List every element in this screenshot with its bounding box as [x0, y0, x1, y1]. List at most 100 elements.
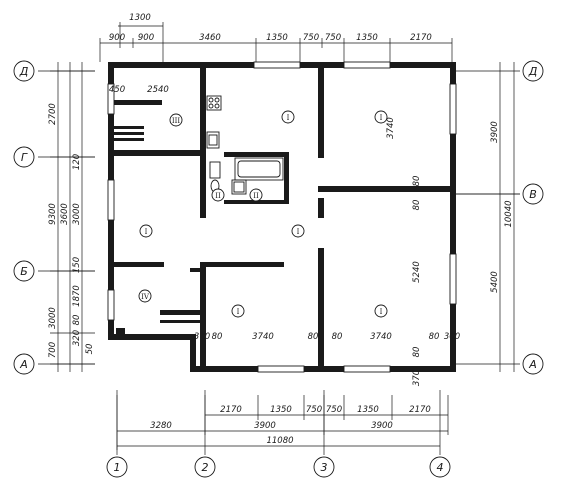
svg-text:I: I	[380, 308, 383, 316]
dim-int-300: 300	[444, 332, 460, 342]
dim-top-1350b: 1350	[356, 33, 378, 43]
dim-top-900a: 900	[109, 33, 125, 43]
room-marker-wc: II	[211, 188, 225, 202]
dim-int-3740a: 3740	[252, 332, 274, 342]
washbasin-icon	[231, 179, 247, 195]
svg-text:II: II	[215, 192, 221, 200]
windows	[107, 61, 457, 373]
svg-text:В: В	[529, 188, 537, 201]
svg-text:Д: Д	[19, 65, 29, 78]
dim-left-120: 120	[72, 154, 82, 170]
dim-int-3740b: 3740	[370, 332, 392, 342]
dim-left-320: 320	[72, 330, 82, 346]
dim-int-5240: 5240	[412, 261, 422, 283]
room-marker-stair: III	[169, 113, 183, 127]
dim-int-80c: 80	[412, 347, 422, 358]
svg-text:2: 2	[202, 461, 209, 474]
dim-bottom-3900b: 3900	[371, 421, 393, 431]
svg-text:I: I	[237, 308, 240, 316]
column-marker-icon	[116, 328, 125, 337]
room-marker-hall-left: I	[139, 224, 153, 238]
svg-text:I: I	[297, 228, 300, 236]
svg-text:II: II	[253, 192, 259, 200]
svg-text:Б: Б	[20, 265, 28, 278]
svg-text:Г: Г	[21, 151, 28, 164]
room-marker-bedroom-ne: I	[374, 110, 388, 124]
right-dimension-lines	[455, 62, 520, 372]
dim-left-50: 50	[85, 344, 95, 355]
axis-bubble-left-D: Д	[13, 60, 35, 82]
exterior-walls	[108, 62, 456, 372]
axis-bubble-right-A: А	[522, 353, 544, 375]
left-dimension-lines	[50, 62, 95, 372]
room-marker-living-top: I	[281, 110, 295, 124]
top-dimension-lines	[99, 22, 453, 62]
dim-left-2700: 2700	[48, 103, 58, 125]
room-marker-bedroom-se: I	[374, 304, 388, 318]
bottom-dimension-lines	[116, 395, 449, 450]
room-marker-storage: IV	[138, 289, 152, 303]
interior-walls	[114, 68, 450, 366]
axis-bubble-right-D: Д	[522, 60, 544, 82]
dim-int-450: 450	[109, 85, 125, 95]
dim-left-3000b: 3000	[72, 203, 82, 225]
dim-bottom-3900a: 3900	[254, 421, 276, 431]
toilet-icon	[209, 161, 221, 193]
dim-left-1870: 1870	[72, 285, 82, 307]
svg-text:III: III	[172, 117, 181, 125]
bathtub-icon	[234, 157, 284, 181]
dim-bottom-3280: 3280	[150, 421, 172, 431]
dim-left-700: 700	[48, 342, 58, 358]
svg-text:Д: Д	[528, 65, 538, 78]
svg-text:3: 3	[321, 461, 328, 474]
dim-bottom-1350a: 1350	[270, 405, 292, 415]
dim-top-750a: 750	[303, 33, 319, 43]
svg-text:А: А	[19, 358, 28, 371]
axis-bubble-left-B: Б	[13, 260, 35, 282]
dim-bottom-1350b: 1350	[357, 405, 379, 415]
dim-left-9300: 9300	[48, 203, 58, 225]
dim-bottom-750b: 750	[326, 405, 342, 415]
dim-bottom-750a: 750	[306, 405, 322, 415]
dim-top-1350a: 1350	[266, 33, 288, 43]
dim-left-150: 150	[72, 257, 82, 273]
axis-bubble-left-A: А	[13, 353, 35, 375]
svg-text:I: I	[145, 228, 148, 236]
dim-right-3900: 3900	[490, 121, 500, 143]
svg-text:А: А	[528, 358, 537, 371]
svg-text:4: 4	[437, 461, 444, 474]
dim-int-80d: 80	[212, 332, 223, 342]
axis-bubble-right-V: В	[522, 183, 544, 205]
dim-left-3600: 3600	[60, 203, 70, 225]
dim-int-80e: 80	[308, 332, 319, 342]
dim-int-3740-vert: 3740	[386, 117, 396, 139]
svg-text:IV: IV	[141, 293, 150, 301]
svg-text:1: 1	[114, 461, 121, 474]
dim-int-80a: 80	[412, 176, 422, 187]
svg-text:I: I	[380, 114, 383, 122]
kitchen-sink-icon	[206, 131, 220, 149]
dim-top-750b: 750	[325, 33, 341, 43]
dim-bottom-2170a: 2170	[220, 405, 242, 415]
axis-bubble-3: 3	[313, 456, 335, 478]
dim-right-5400: 5400	[490, 271, 500, 293]
room-marker-bath: II	[249, 188, 263, 202]
dim-left-3000: 3000	[48, 307, 58, 329]
dim-right-10040: 10040	[504, 200, 514, 227]
dim-int-80f: 80	[332, 332, 343, 342]
axis-bubble-2: 2	[194, 456, 216, 478]
room-marker-hall-center: I	[291, 224, 305, 238]
dim-int-80b: 80	[412, 200, 422, 211]
dim-bottom-2170b: 2170	[409, 405, 431, 415]
axis-bubble-left-G: Г	[13, 146, 35, 168]
dim-left-80: 80	[72, 315, 82, 326]
axis-bubble-4: 4	[429, 456, 451, 478]
kitchen-stove-icon	[206, 95, 222, 111]
svg-text:I: I	[287, 114, 290, 122]
dim-int-370b: 370	[412, 370, 422, 386]
axis-bubble-1: 1	[106, 456, 128, 478]
dim-int-80g: 80	[429, 332, 440, 342]
dim-top-3460: 3460	[199, 33, 221, 43]
dim-bottom-11080: 11080	[266, 436, 293, 446]
